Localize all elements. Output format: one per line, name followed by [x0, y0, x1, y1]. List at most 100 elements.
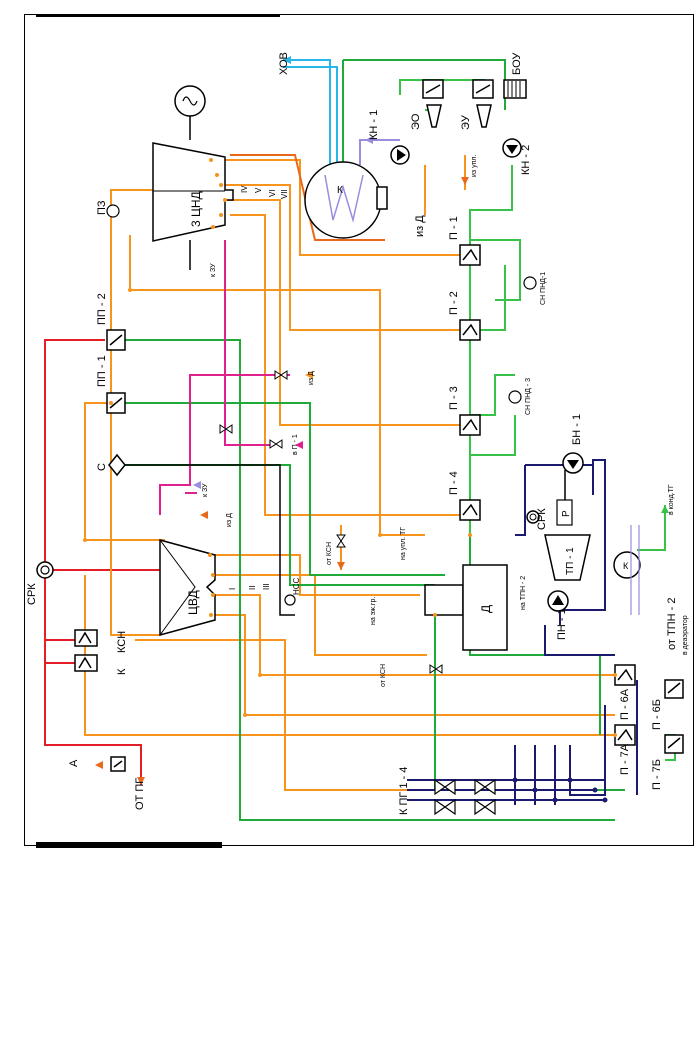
label-stage-ii: II: [248, 586, 257, 590]
p4-heater: [459, 499, 481, 521]
pump-kn1: [390, 145, 410, 165]
label-v-p1: в П - 1: [292, 434, 299, 455]
label-pp2: ПП - 2: [96, 293, 108, 325]
label-k-pg14: К ПГ 1 - 4: [398, 767, 410, 815]
label-pz: ПЗ: [96, 200, 108, 215]
pump-bn1: [562, 452, 584, 474]
diagram-frame: ОТ ПГ А К КСН СРК ПП - 2 ПП - 1 С ПЗ 3 Ц…: [24, 14, 694, 846]
pipe-orange-11: [215, 594, 615, 676]
pipe-orange-4: [129, 235, 425, 536]
pipe-magenta-2: [159, 374, 225, 515]
pipe-green-9: [470, 374, 515, 416]
pipe-green-1: [117, 339, 615, 821]
pipe-orange-10: [215, 574, 427, 656]
label-iz-d-small-2: из Д: [226, 513, 233, 527]
pipe-green-7: [470, 239, 521, 301]
pipe-navy-9: [515, 465, 526, 536]
a-cooler: [110, 756, 126, 772]
label-pp1: ПП - 1: [96, 355, 108, 387]
nodes: [83, 158, 617, 737]
bottom-rule: [36, 842, 222, 848]
eo-cooler: [422, 79, 444, 99]
label-ot-ksn-2: от КСН: [380, 664, 387, 687]
eu-cooler: [472, 79, 494, 99]
label-iz-upl: из упл.: [471, 155, 478, 177]
pipe-orange-5: [210, 159, 460, 256]
label-stage-iii: III: [262, 583, 271, 590]
pipe-live-steam: [44, 339, 142, 785]
label-p1: П - 1: [448, 216, 460, 240]
label-ot-tpn2: от ТПН - 2: [666, 598, 678, 650]
label-eu: ЭУ: [460, 114, 472, 130]
label-d: Д: [479, 605, 493, 613]
label-condenser-k: К: [337, 185, 343, 196]
condenser: [304, 161, 388, 239]
label-stage-iv: IV: [240, 185, 249, 193]
label-bn1: БН - 1: [571, 414, 583, 445]
label-khov: ХОВ: [278, 52, 290, 75]
label-tp1: ТП - 1: [565, 547, 576, 575]
pipe-cyan-1: [283, 59, 331, 165]
label-srk-2: СРК: [536, 508, 548, 530]
pipe-violet: [359, 139, 400, 165]
label-tsnd: 3 ЦНД: [189, 191, 203, 227]
arrows: [95, 56, 669, 785]
k-cooler: [74, 654, 98, 672]
label-c: С: [96, 463, 108, 471]
pipe-orange-12: [215, 614, 615, 716]
pump-kn2: [502, 138, 522, 158]
label-p6a: П - 6А: [619, 688, 631, 720]
tg-condenser: [613, 525, 641, 615]
label-ksn: КСН: [116, 631, 128, 653]
label-sn-pnd1: СН ПНД-1: [540, 272, 547, 305]
label-srk: СРК: [26, 583, 38, 605]
label-r: Р: [561, 510, 572, 517]
srk-valve-2: [526, 510, 540, 524]
thermal-scheme: ОТ ПГ А К КСН СРК ПП - 2 ПП - 1 С ПЗ 3 Ц…: [26, 52, 689, 821]
pump-nss: [284, 594, 296, 606]
pump-sn-pnd1: [523, 276, 537, 290]
label-k-zu-2: к ЗУ: [202, 483, 209, 497]
label-p2: П - 2: [448, 291, 460, 315]
label-v-deaerator: в деаэратор: [682, 615, 689, 655]
label-sn-pnd3: СН ПНД - 3: [525, 378, 532, 415]
label-p3: П - 3: [448, 386, 460, 410]
deaerator: [424, 564, 508, 651]
label-nss: НСС: [292, 577, 301, 595]
pipe-green-14: [637, 505, 666, 551]
label-stage-v: V: [254, 187, 263, 193]
p6b-heater: [664, 679, 684, 699]
separator: [108, 453, 126, 477]
pipe-green-6: [469, 165, 513, 510]
pipe-orange-1: [110, 220, 160, 636]
label-na-zh-gr: на эж.гр.: [370, 597, 377, 625]
label-kn2: КН - 2: [520, 145, 532, 175]
label-na-upl-tg: на упл. ТГ: [400, 527, 407, 560]
nodes-navy: [512, 777, 608, 803]
turbine-pump: [544, 499, 591, 581]
p1-heater: [459, 244, 481, 266]
label-a: А: [68, 759, 80, 767]
pipe-orange-7: [225, 199, 460, 426]
top-rule: [36, 14, 280, 17]
label-p6b: П - 6Б: [651, 699, 663, 730]
label-iz-d: из Д: [414, 215, 426, 237]
pipe-navy-4: [544, 625, 615, 656]
small-valves: [219, 370, 443, 674]
pipe-black-c: [125, 464, 295, 616]
pipe-orange-13: [84, 575, 635, 736]
p7a-heater: [614, 724, 636, 746]
label-stage-i: I: [228, 588, 237, 590]
pipe-navy-7: [514, 745, 556, 805]
label-iz-d-small: из Д: [308, 371, 315, 385]
p7b-heater: [664, 734, 684, 754]
pp1-heater: [106, 392, 126, 414]
pipe-red-ksn: [45, 639, 75, 664]
pipe-navy-2: [560, 459, 606, 611]
bou-filter: [503, 79, 527, 99]
label-kn1: КН - 1: [368, 110, 380, 140]
label-eo: ЭО: [410, 113, 422, 130]
pipe-navy-8: [569, 705, 606, 796]
pz-element: [106, 204, 120, 218]
label-k: К: [116, 668, 128, 675]
